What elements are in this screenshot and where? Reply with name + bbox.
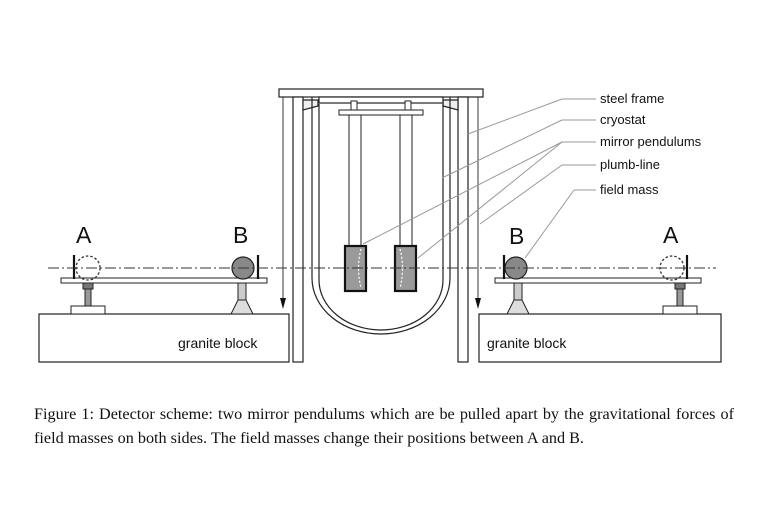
position-label-left-a: A [76, 222, 92, 248]
platform-right [494, 277, 702, 315]
figure-caption: Figure 1: Detector scheme: two mirror pe… [34, 405, 734, 447]
granite-block-right [478, 313, 722, 363]
platform-left [60, 277, 268, 315]
cryostat [311, 96, 451, 335]
plumb-line-left [280, 97, 286, 309]
label-steel-frame: steel frame [600, 91, 664, 106]
granite-block-right-label: granite block [487, 335, 567, 351]
position-label-left-b: B [233, 222, 248, 248]
label-plumb-line: plumb-line [600, 157, 660, 172]
position-label-right-b: B [509, 223, 524, 249]
steel-frame [278, 88, 484, 363]
plumb-line-right [475, 97, 481, 309]
label-field-mass: field mass [600, 182, 659, 197]
field-mass-left-position-b [231, 255, 260, 280]
granite-block-left-label: granite block [178, 335, 258, 351]
label-mirror-pendulums: mirror pendulums [600, 134, 702, 149]
granite-block-left [38, 313, 290, 363]
position-label-right-a: A [663, 222, 679, 248]
detector-scheme-diagram: steel frame cryostat mirror pendulums pl… [38, 88, 722, 363]
label-cryostat: cryostat [600, 112, 646, 127]
field-mass-right-position-b [502, 255, 528, 280]
callout-leaders [362, 98, 596, 259]
mirror-pendulums [338, 100, 424, 293]
